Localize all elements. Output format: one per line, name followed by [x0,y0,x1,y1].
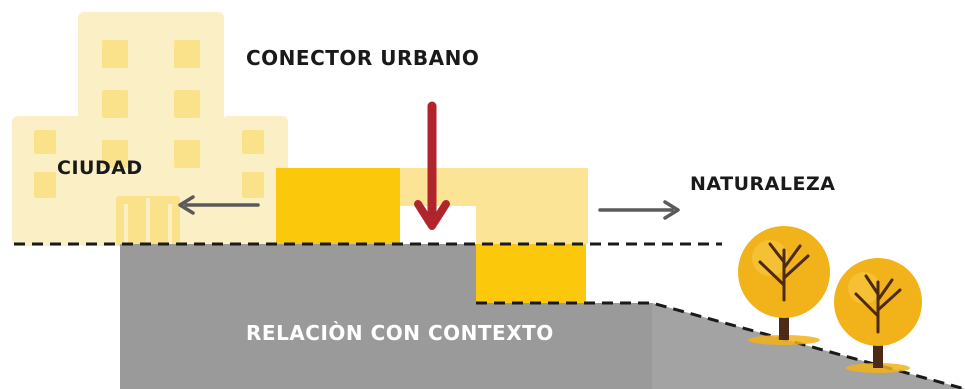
tree-icon [738,226,830,345]
city-buildings-icon [12,12,288,246]
context-relation-label: RELACIÒN CON CONTEXTO [246,321,554,345]
dashed-line-lower [476,301,965,389]
connector-right-column [476,168,588,244]
tree-icon [834,258,922,373]
arrow-right-icon [598,200,680,220]
diagram-title: CONECTOR URBANO [246,46,480,70]
arrow-down-icon [414,101,450,230]
connector-lower-block [476,244,586,303]
dashed-lines [14,242,965,389]
door-panels [124,198,172,246]
city-label: CIUDAD [57,157,143,179]
connector-left-block [276,168,400,244]
building-tower [78,12,224,246]
arrow-left-icon [178,195,260,215]
nature-label: NATURALEZA [690,173,836,195]
